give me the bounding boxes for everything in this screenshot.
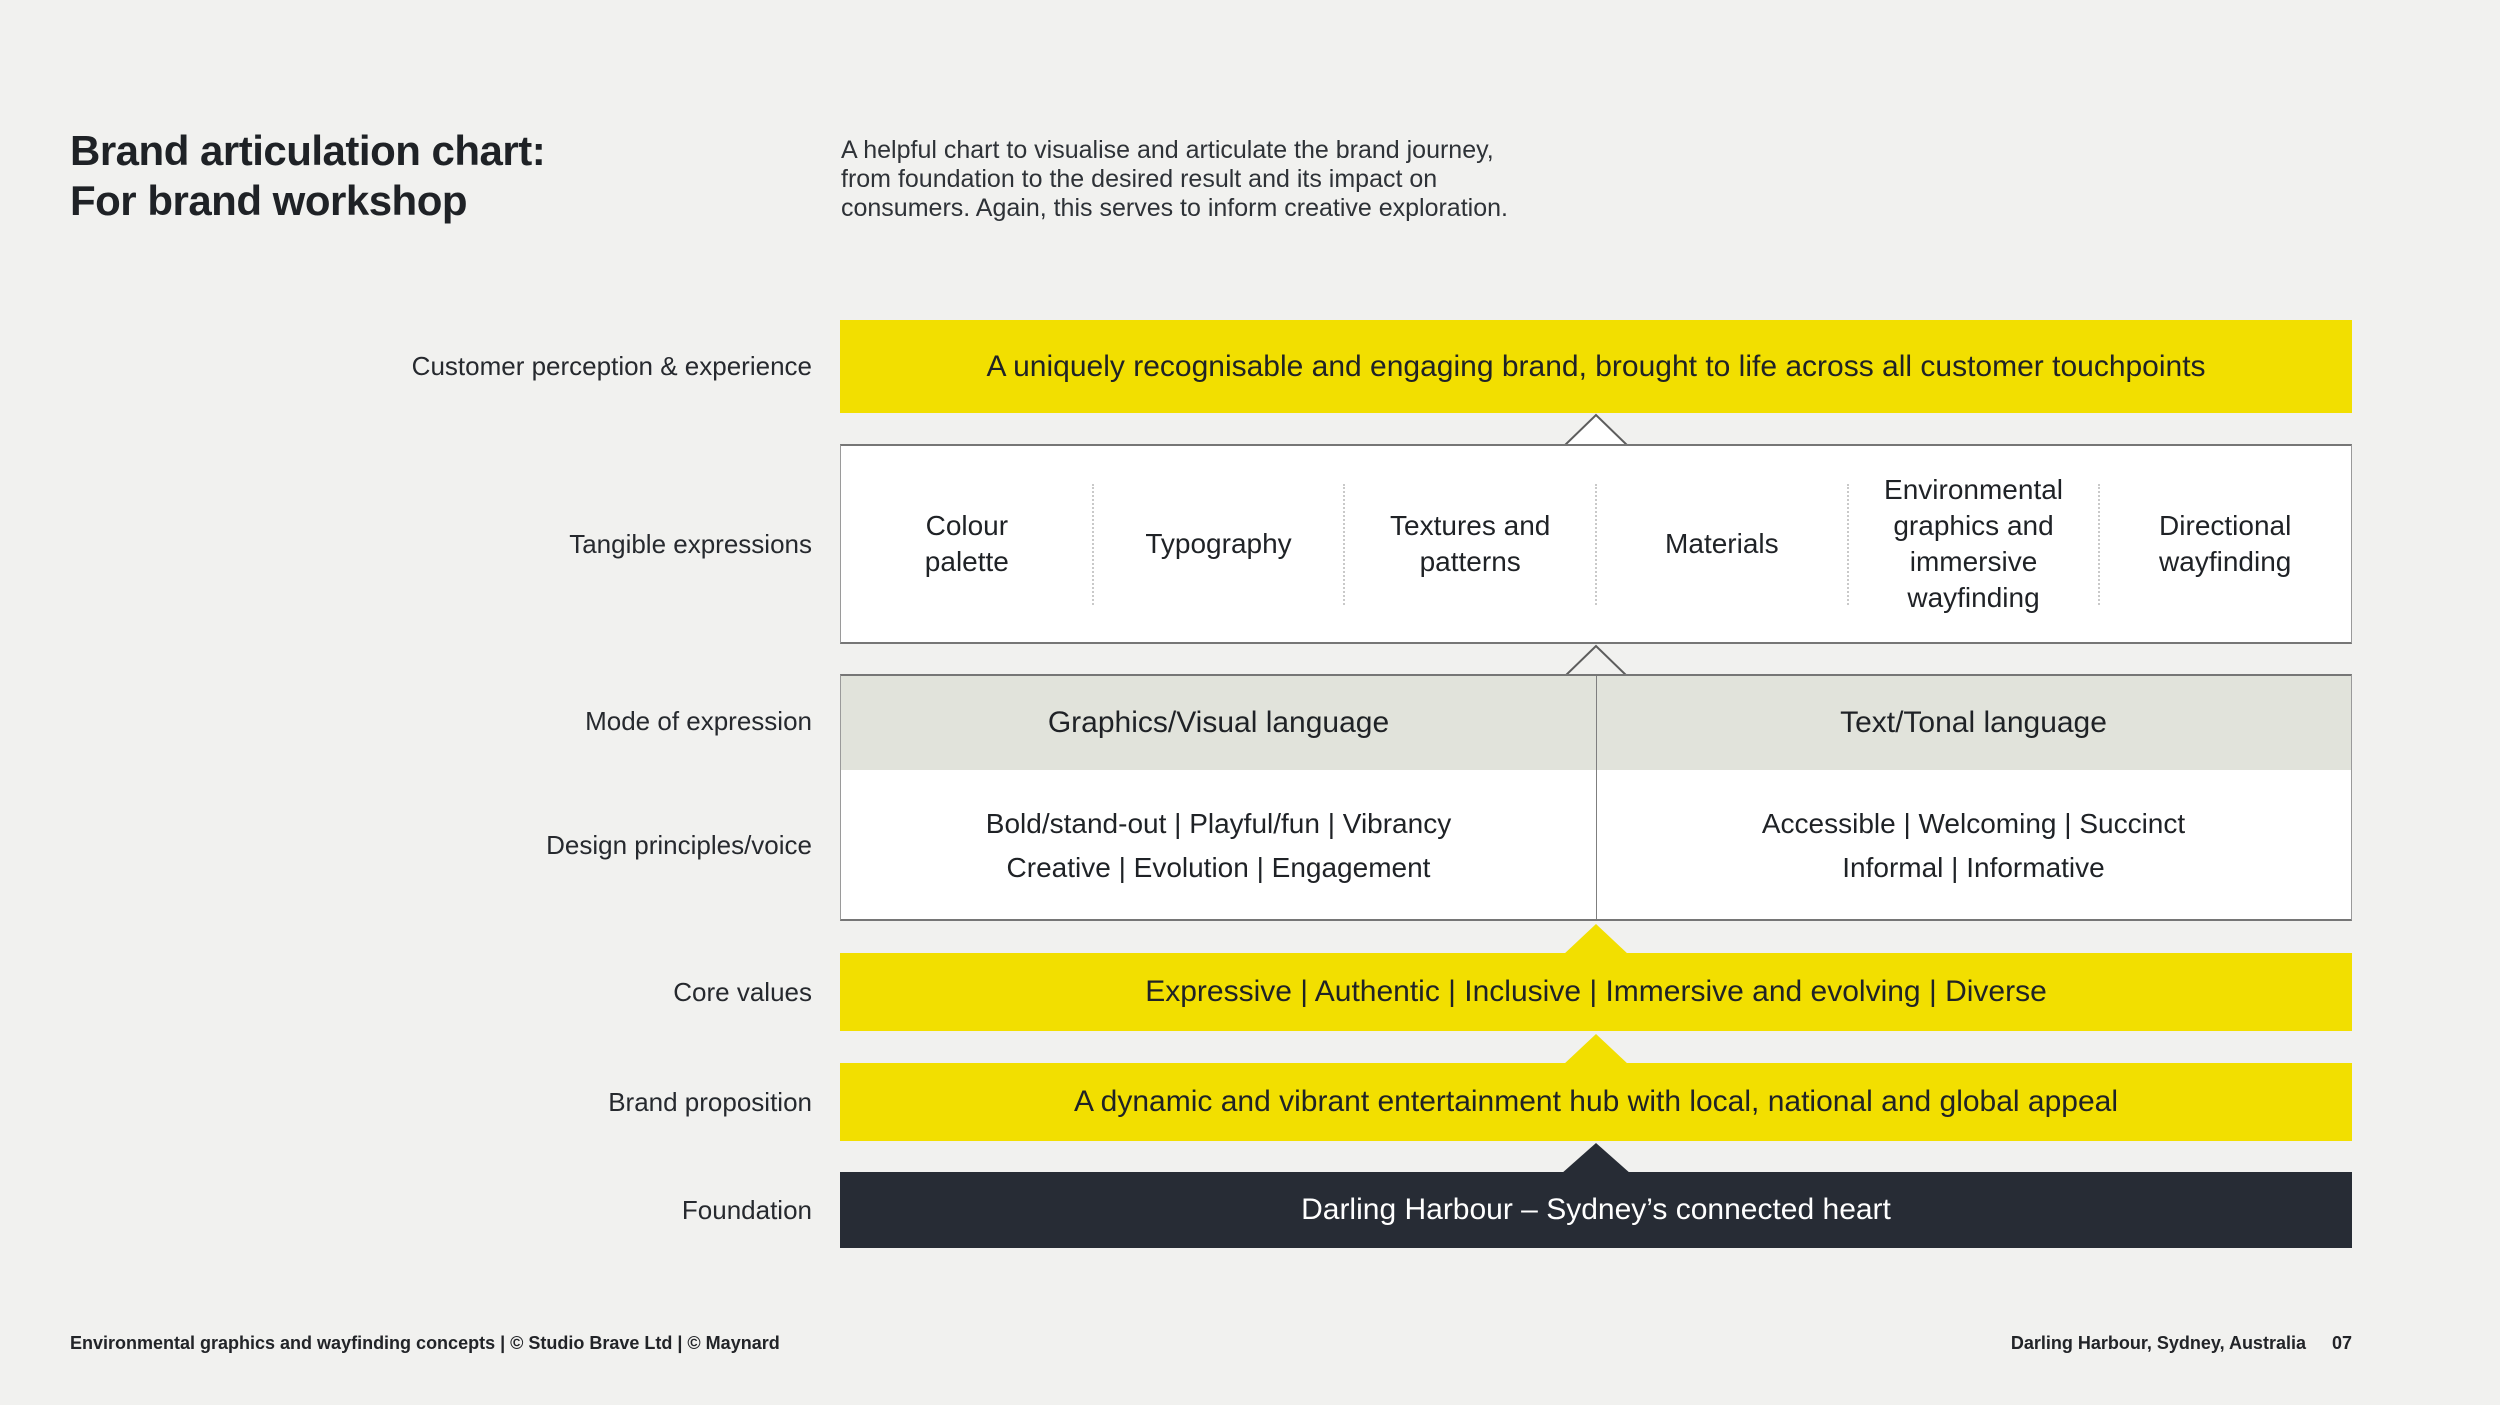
connector-arrow-up-brand-proposition (1563, 1034, 1629, 1065)
mode-graphics-visual-language: Graphics/Visual language (1047, 706, 1390, 739)
page-title: Brand articulation chart: For brand work… (70, 127, 546, 224)
design-principles-body: Bold/stand-out | Playful/fun | Vibrancy … (841, 770, 2351, 921)
row-label-foundation: Foundation (681, 1195, 812, 1225)
core-values-text: Expressive | Authentic | Inclusive | Imm… (1145, 975, 2047, 1008)
connector-arrow-up-mode (1564, 644, 1628, 678)
footer-page-number: 07 (2331, 1333, 2352, 1353)
tangible-item-directional-wayfinding: Directional wayfinding (2098, 446, 2351, 642)
tangible-item-materials: Materials (1595, 446, 1848, 642)
row-label-design-principles: Design principles/voice (546, 830, 812, 860)
customer-perception-text: A uniquely recognisable and engaging bra… (986, 349, 2206, 383)
tangible-item-colour-palette: Colour palette (924, 510, 1009, 577)
customer-perception-bar: A uniquely recognisable and engaging bra… (840, 320, 2352, 413)
footer-credits: Environmental graphics and wayfinding co… (70, 1333, 780, 1353)
row-label-mode-of-expression: Mode of expression (585, 706, 812, 736)
tangible-item-environmental-graphics: Environmental graphics and immersive way… (1846, 446, 2100, 642)
design-principles-text: Accessible | Welcoming | Succinct Inform… (1761, 807, 2186, 883)
connector-arrow-up-tangible (1564, 413, 1628, 447)
brand-proposition-text: A dynamic and vibrant entertainment hub … (1073, 1085, 2119, 1118)
mode-of-expression-box: Graphics/Visual language Text/Tonal lang… (840, 674, 2352, 921)
foundation-bar: Darling Harbour – Sydney’s connected hea… (840, 1172, 2352, 1248)
row-label-brand-proposition: Brand proposition (608, 1087, 812, 1117)
foundation-text: Darling Harbour – Sydney’s connected hea… (1301, 1193, 1891, 1226)
footer-location-page: Darling Harbour, Sydney, Australia 07 (2011, 1333, 2352, 1354)
page-description: A helpful chart to visualise and articul… (841, 136, 1508, 222)
design-principles-graphics: Bold/stand-out | Playful/fun | Vibrancy … (985, 807, 1452, 883)
brand-proposition-bar: A dynamic and vibrant entertainment hub … (840, 1063, 2352, 1141)
mode-center-divider (1596, 676, 1597, 919)
row-label-core-values: Core values (673, 977, 812, 1007)
connector-arrow-up-foundation (1561, 1143, 1631, 1174)
tangible-expressions-box: Colour palette Typography Textures and p… (840, 444, 2352, 644)
tangible-item-typography: Typography (1091, 446, 1345, 642)
mode-text-tonal-language: Text/Tonal language (1840, 706, 2107, 739)
core-values-bar: Expressive | Authentic | Inclusive | Imm… (840, 953, 2352, 1031)
footer-location: Darling Harbour, Sydney, Australia (2010, 1333, 2306, 1353)
connector-arrow-up-core-values (1563, 924, 1629, 955)
row-label-tangible-expressions: Tangible expressions (569, 529, 812, 559)
tangible-item-textures-patterns: Textures and patterns (1343, 446, 1596, 642)
row-label-customer-perception: Customer perception & experience (411, 351, 812, 381)
